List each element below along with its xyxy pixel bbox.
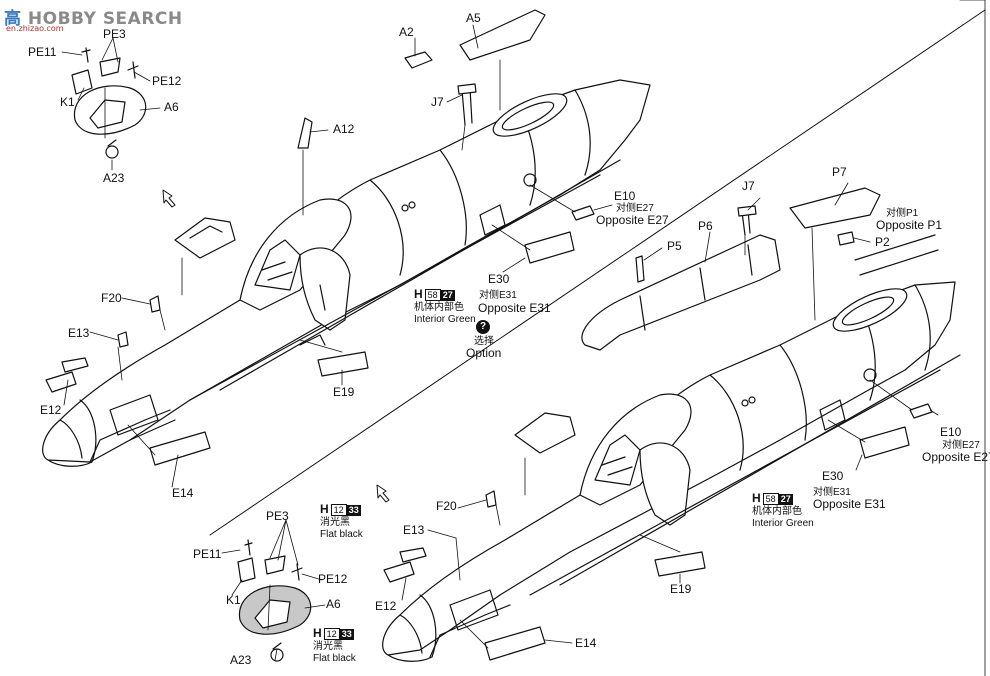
- note-opposite-p1-zh: 对侧P1: [886, 208, 919, 219]
- note-opposite-e27-zh-lower: 对侧E27: [942, 440, 980, 451]
- label-f20-lower: F20: [436, 499, 457, 513]
- label-pe11: PE11: [28, 45, 57, 59]
- label-e14-lower: E14: [575, 636, 597, 650]
- label-e30-lower: E30: [822, 469, 844, 483]
- label-pe12: PE12: [152, 74, 182, 88]
- label-pe3: PE3: [103, 27, 126, 41]
- label-e13: E13: [68, 326, 90, 340]
- label-a12: A12: [333, 122, 355, 136]
- upper-fuselage-drawing: [42, 79, 651, 467]
- note-opposite-e31-zh: 对侧E31: [479, 290, 517, 301]
- label-pe3-lower: PE3: [266, 509, 289, 523]
- label-f20: F20: [101, 291, 122, 305]
- label-a23-lower: A23: [230, 653, 252, 667]
- label-a5: A5: [466, 11, 481, 25]
- note-option: Option: [466, 346, 502, 360]
- label-k1-lower: K1: [226, 593, 241, 607]
- lower-cockpit-subassembly: [237, 539, 312, 662]
- label-e19: E19: [333, 385, 355, 399]
- upper-cockpit-subassembly: [71, 47, 147, 159]
- watermark-logo: 高 HOBBY SEARCH en.zhizao.com: [4, 9, 183, 33]
- label-j7-lower: J7: [742, 179, 755, 193]
- note-opposite-e31-zh-lower: 对侧E31: [813, 487, 851, 498]
- label-p6: P6: [698, 219, 713, 233]
- label-a23: A23: [103, 171, 125, 185]
- label-p7: P7: [832, 165, 847, 179]
- lower-leader-lines: [221, 182, 939, 661]
- label-pe11-lower: PE11: [193, 547, 222, 561]
- note-opposite-e31: Opposite E31: [478, 301, 551, 315]
- label-a6: A6: [164, 100, 179, 114]
- upper-leader-lines: [61, 24, 613, 488]
- label-a6-lower: A6: [326, 597, 341, 611]
- note-opposite-e27-zh: 对侧E27: [616, 203, 654, 214]
- direction-arrow-icon: [376, 484, 390, 503]
- label-j7: J7: [431, 95, 444, 109]
- divider-line: [209, 9, 986, 536]
- upper-parts: [45, 9, 595, 466]
- label-e12-lower: E12: [375, 599, 397, 613]
- label-e10-lower: E10: [940, 425, 962, 439]
- label-a2: A2: [399, 25, 414, 39]
- lower-parts: [383, 187, 933, 661]
- note-opposite-e27-lower: Opposite E27: [922, 450, 990, 464]
- direction-arrow-icon: [162, 189, 176, 208]
- lower-fuselage-drawing: [382, 234, 961, 662]
- label-e19-lower: E19: [670, 582, 692, 596]
- note-opposite-e31-lower: Opposite E31: [813, 497, 886, 511]
- note-option-zh: 选择: [474, 336, 494, 347]
- label-pe12-lower: PE12: [318, 572, 348, 586]
- note-opposite-e27: Opposite E27: [596, 213, 669, 227]
- label-e13-lower: E13: [403, 523, 425, 537]
- label-e10: E10: [614, 189, 636, 203]
- label-p2: P2: [875, 235, 890, 249]
- option-icon: ?: [476, 320, 490, 334]
- label-e14: E14: [172, 486, 194, 500]
- note-opposite-p1: Opposite P1: [876, 218, 943, 232]
- label-k1: K1: [60, 95, 75, 109]
- label-p5: P5: [667, 239, 682, 253]
- label-e12: E12: [40, 403, 62, 417]
- label-e30: E30: [488, 272, 510, 286]
